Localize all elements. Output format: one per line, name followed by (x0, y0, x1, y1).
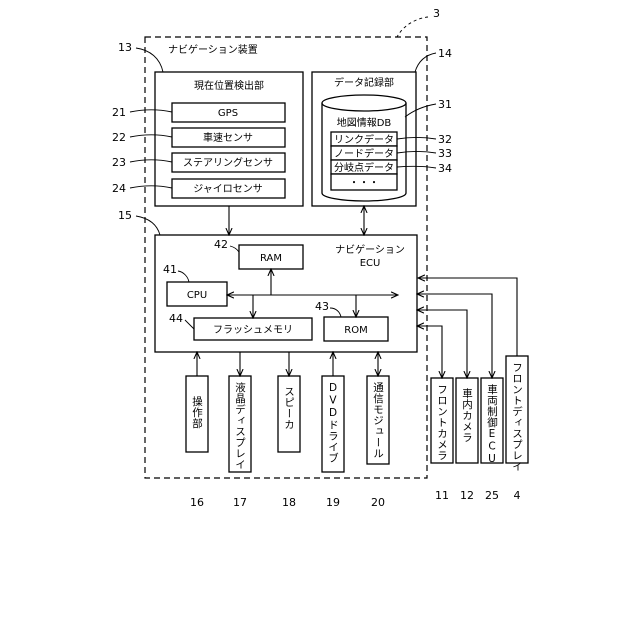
gps-label: GPS (218, 108, 238, 119)
ref-vehicle-ecu: 25 (485, 489, 499, 502)
ref-lcd: 17 (233, 496, 247, 509)
ref-link: 32 (438, 133, 452, 146)
ref-data-storage: 14 (438, 47, 452, 60)
gyro-sensor-label: ジャイロセンサ (193, 183, 263, 195)
ref-steering: 23 (112, 156, 126, 169)
ref-speaker: 18 (282, 496, 296, 509)
ref-system: 3 (433, 7, 440, 20)
ref-branch: 34 (438, 162, 452, 175)
speed-sensor-label: 車速センサ (203, 131, 253, 144)
vehicle-ecu-link (417, 294, 492, 378)
lcd-label: 液晶ディスプレイ (234, 381, 246, 470)
more-data-ellipsis: ・・・ (349, 178, 379, 189)
ref-ram: 42 (214, 238, 228, 251)
ref-dvd: 19 (326, 496, 340, 509)
ref-nav-ecu-leader (136, 216, 160, 235)
map-db-cylinder-top (322, 95, 406, 111)
interior-camera-label: 車内カメラ (461, 387, 473, 443)
front-camera-label: フロントカメラ (436, 384, 448, 461)
ref-operation: 16 (190, 496, 204, 509)
link-data-label: リンクデータ (334, 133, 394, 146)
map-db-label: 地図情報DB (337, 116, 392, 129)
ref-nav-device-leader (136, 48, 163, 72)
speaker-label: スピーカ (283, 386, 295, 430)
operation-unit-label: 操作部 (191, 395, 203, 429)
ref-front-camera: 11 (435, 489, 449, 502)
navigation-ecu-label-line1: ナビゲーション (335, 244, 405, 256)
ref-map-db: 31 (438, 98, 452, 111)
ref-comm: 20 (371, 496, 385, 509)
navigation-device-label: ナビゲーション装置 (168, 43, 258, 56)
ref-data-storage-leader (415, 53, 436, 72)
ref-gyro: 24 (112, 182, 126, 195)
position-detector-label: 現在位置検出部 (194, 79, 264, 92)
rom-label: ROM (344, 325, 367, 336)
ref-flash: 44 (169, 312, 183, 325)
ref-gps: 21 (112, 106, 126, 119)
ref-nav-ecu: 15 (118, 209, 132, 222)
ref-cpu: 41 (163, 263, 177, 276)
comm-module-label: 通信モジュール (372, 382, 384, 459)
flash-memory-label: フラッシュメモリ (213, 324, 293, 336)
dvd-drive-label: DVDドライブ (327, 382, 339, 464)
ref-front-display: 4 (514, 489, 521, 502)
ref-nav-device: 13 (118, 41, 132, 54)
ref-rom: 43 (315, 300, 329, 313)
steering-sensor-label: ステアリングセンサ (183, 156, 273, 169)
ref-speed: 22 (112, 131, 126, 144)
data-storage-label: データ記録部 (334, 76, 394, 89)
front-camera-link (417, 326, 442, 378)
ref-system-leader (397, 17, 428, 37)
ref-node: 33 (438, 147, 452, 160)
front-display-label: フロントディスプレイ (511, 362, 523, 472)
navigation-ecu-label-line2: ECU (360, 258, 381, 269)
node-data-label: ノードデータ (334, 147, 394, 160)
branch-data-label: 分岐点データ (334, 161, 394, 174)
ram-label: RAM (260, 253, 282, 264)
cpu-label: CPU (187, 290, 207, 301)
vehicle-control-ecu-label: 車両制御ECU (486, 383, 498, 465)
ref-interior-camera: 12 (460, 489, 474, 502)
